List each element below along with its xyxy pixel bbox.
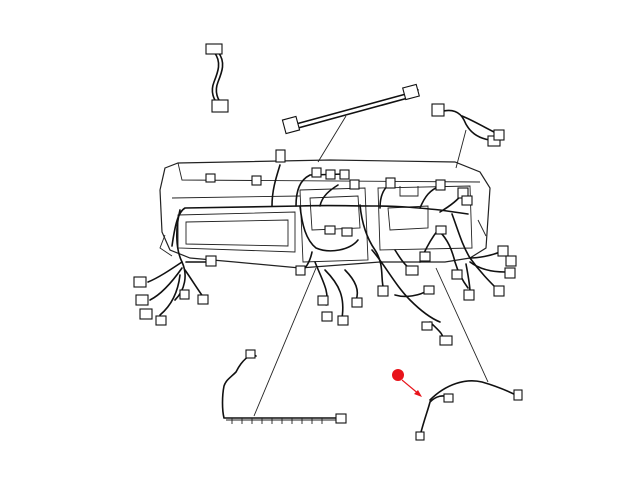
callout-dot [392,369,404,381]
connector [461,195,473,206]
connector [325,169,336,180]
connector [439,335,453,346]
connector [337,315,349,326]
connector [493,285,505,297]
leader-lines [253,115,489,417]
jumper-harness-short [205,43,229,113]
connector [451,269,463,280]
connector [135,294,149,306]
connector [505,255,517,267]
connector [377,285,389,297]
jumper-harness-right [431,103,505,147]
connector [311,167,322,178]
callout-marker [392,369,422,397]
connector [133,276,147,288]
connector [205,173,216,183]
instrument-panel-outline [159,159,491,269]
connector [295,265,306,276]
connector [493,129,505,141]
connector [179,289,190,300]
connector [463,289,475,301]
connector [245,349,256,359]
connector [513,389,523,401]
floor-harness-right [415,380,523,441]
connector [205,43,223,55]
connector [402,83,420,101]
connector [321,311,333,322]
arrow-head-icon [414,390,422,397]
connector [349,179,360,190]
connector [435,225,447,235]
connector [281,115,301,135]
connector [351,297,363,308]
connector [415,431,425,441]
connector [443,393,454,403]
connector [317,295,329,306]
connector [419,251,431,262]
connector [275,149,286,163]
connector [197,294,209,305]
connector [421,321,433,331]
instrument-panel-harness [147,164,506,341]
floor-harness-left [221,349,347,424]
connector [405,265,419,276]
connector [155,315,167,326]
connector [504,267,516,279]
connector [497,245,509,257]
connector [339,169,350,180]
connector [385,177,396,189]
connector [423,285,435,295]
connector [431,103,445,117]
connector [435,179,446,191]
connector [211,99,229,113]
jumper-harness-long [281,83,420,135]
connector [341,227,353,237]
connector [205,255,217,267]
connector [335,413,347,424]
main-harness-connectors [133,149,517,346]
connector [139,308,153,320]
connector [251,175,262,186]
clip-row [231,418,323,424]
connector [324,225,336,235]
